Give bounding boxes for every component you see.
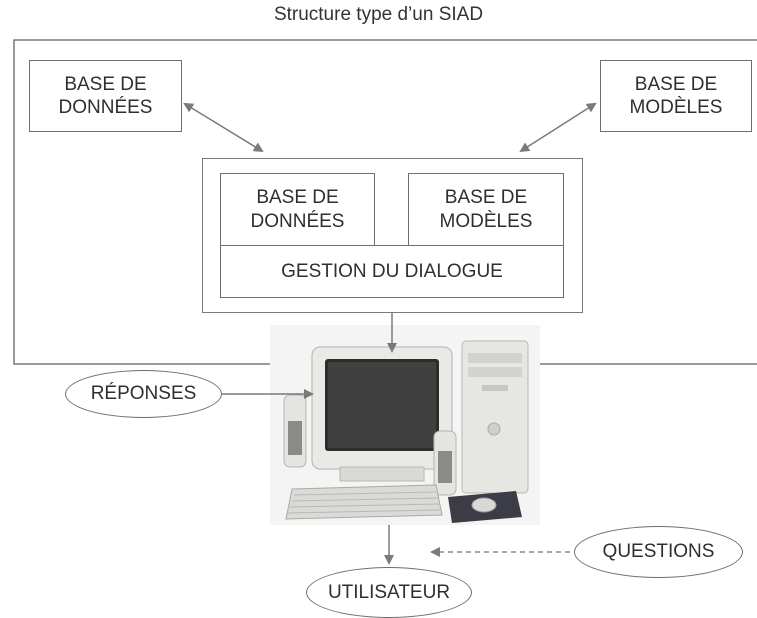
responses-ellipse: RÉPONSES (65, 370, 222, 418)
questions-label: QUESTIONS (602, 541, 715, 562)
desktop-computer-icon (270, 325, 540, 525)
outer-database-box: BASE DE DONNÉES (29, 60, 182, 132)
dialogue-management-box: GESTION DU DIALOGUE (220, 245, 564, 298)
questions-ellipse: QUESTIONS (574, 526, 743, 578)
inner-models-label: BASE DE MODÈLES (439, 187, 533, 232)
inner-database-label: BASE DE DONNÉES (250, 187, 345, 232)
responses-label: RÉPONSES (90, 383, 197, 404)
dialogue-management-label: GESTION DU DIALOGUE (281, 260, 503, 282)
user-label: UTILISATEUR (327, 581, 451, 603)
outer-database-label: BASE DE DONNÉES (58, 73, 153, 118)
arrow-models-link (519, 102, 597, 153)
inner-models-box: BASE DE MODÈLES (408, 173, 564, 246)
diagram-title: Structure type d’un SIAD (273, 4, 484, 25)
arrow-database-link (183, 102, 264, 153)
outer-models-box: BASE DE MODÈLES (600, 60, 752, 132)
outer-models-label: BASE DE MODÈLES (629, 73, 723, 118)
